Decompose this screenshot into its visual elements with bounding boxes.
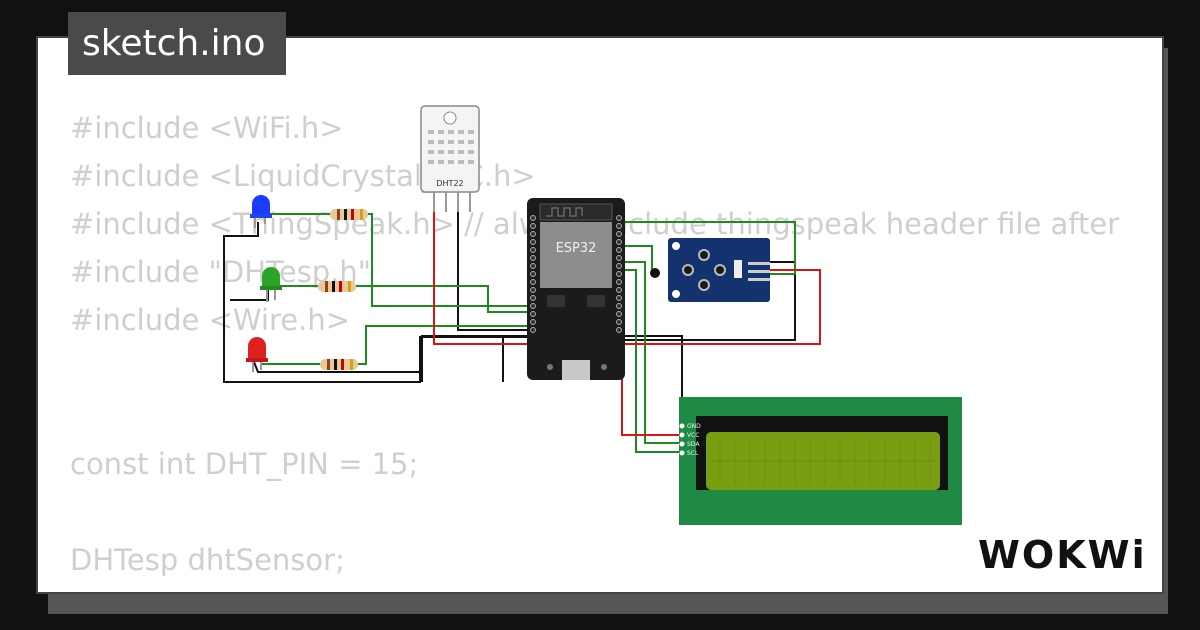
wokwi-logo: WOKWi — [978, 533, 1147, 577]
green-wires — [262, 213, 796, 453]
esp32-board[interactable]: ESP32 — [527, 198, 625, 380]
lcd-pin-scl: SCL — [687, 450, 699, 457]
lcd-pin-vcc: VCC — [687, 432, 699, 439]
resistor-3[interactable] — [320, 359, 358, 370]
file-tab[interactable]: sketch.ino — [68, 12, 286, 75]
dht-label: DHT22 — [436, 179, 463, 188]
code-line: const int DHT_PIN = 15; — [70, 447, 419, 481]
code-line: #include <LiquidCrystal_I2C.h> — [70, 159, 536, 193]
led-red[interactable] — [246, 337, 268, 372]
code-line: #include "DHTesp.h" — [70, 255, 372, 289]
resistor-1[interactable] — [330, 209, 368, 220]
code-line: DHTesp dhtSensor; — [70, 543, 345, 577]
mcu-label: ESP32 — [556, 241, 597, 256]
code-editor: #include <WiFi.h> #include <LiquidCrystal… — [70, 104, 1119, 592]
code-line: #include <WiFi.h> — [70, 111, 344, 145]
code-line: const int ledRed = 13; — [70, 584, 1119, 592]
wokwi-wordmark: WOKWi — [978, 533, 1147, 577]
black-wires — [223, 210, 796, 426]
lcd-pin-sda: SDA — [687, 441, 700, 448]
lcd-pin-gnd: GND — [687, 423, 701, 430]
led-blue[interactable] — [250, 195, 272, 228]
led-green[interactable] — [260, 267, 282, 302]
ntc-sensor-module[interactable] — [650, 238, 770, 302]
dht22-sensor[interactable]: DHT22 — [420, 105, 480, 212]
lcd-display[interactable]: GND VCC SDA SCL — [679, 397, 962, 525]
code-line: #include <Wire.h> — [70, 303, 351, 337]
resistor-2[interactable] — [318, 281, 356, 292]
